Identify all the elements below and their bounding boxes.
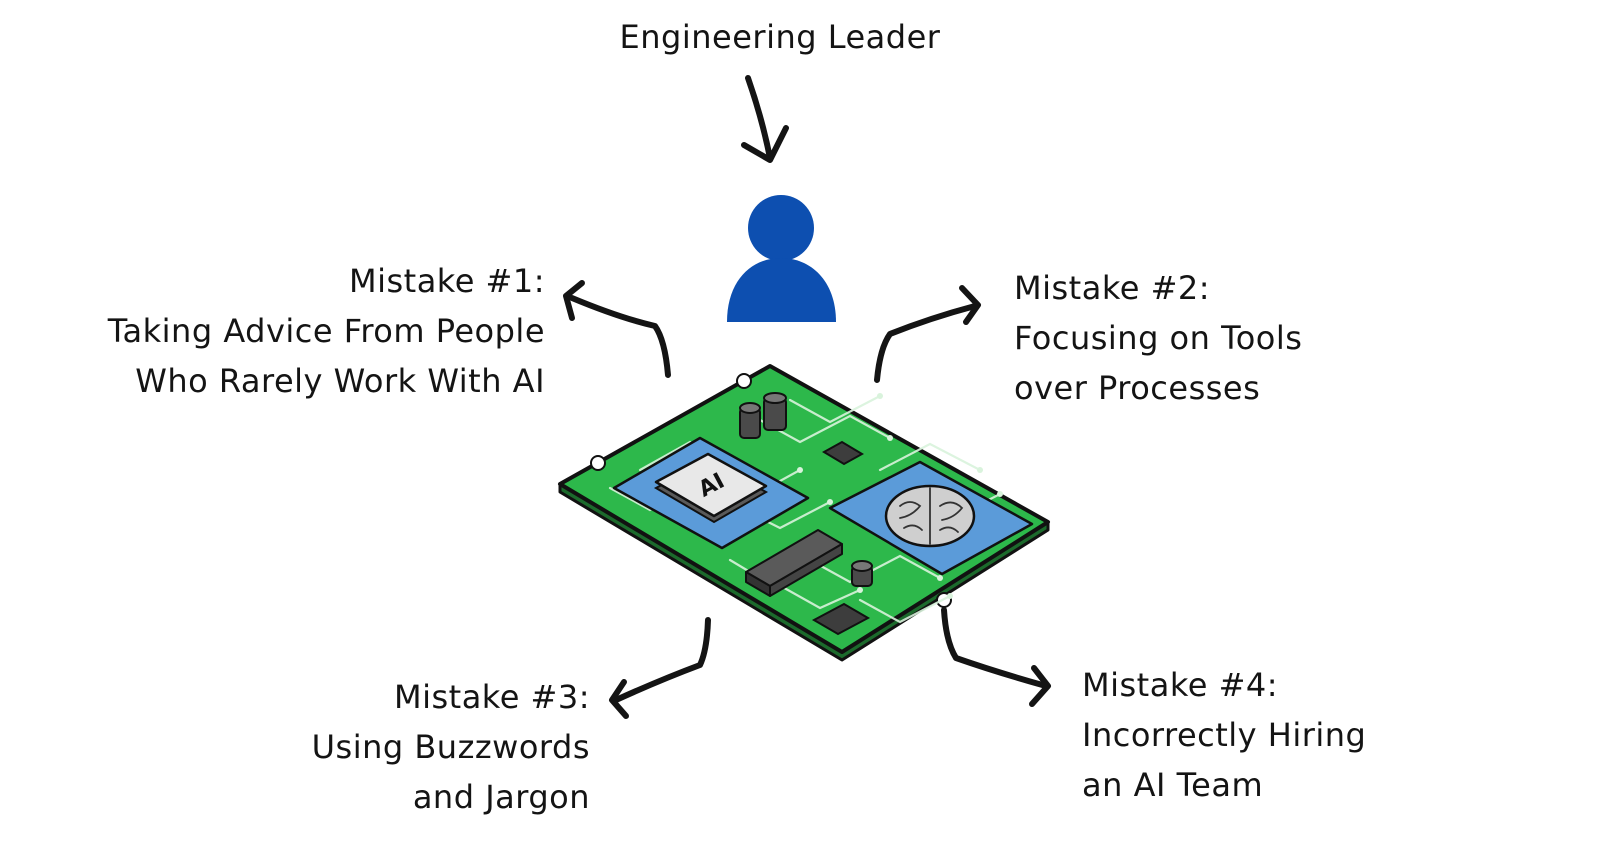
brain-chip-icon (828, 460, 1034, 576)
mistake-2-heading: Mistake #2: (1014, 269, 1211, 307)
mistake-4-line-1: Incorrectly Hiring (1082, 716, 1367, 754)
mistake-3-heading: Mistake #3: (393, 678, 590, 716)
capacitor-components (739, 392, 873, 587)
mistake-3-line-2: and Jargon (412, 778, 590, 816)
bottom-chip (811, 602, 871, 636)
engineering-leader-title: Engineering Leader (619, 18, 941, 56)
mistake-1-line-1: Taking Advice From People (107, 312, 545, 350)
arrow-to-mistake-4 (941, 607, 1051, 707)
mistake-1-line-2: Who Rarely Work With AI (135, 362, 545, 400)
circuit-board-icon: AI (558, 364, 1050, 662)
arrow-to-mistake-1 (563, 280, 671, 378)
mistake-2-line-2: over Processes (1014, 369, 1261, 407)
ai-chip-icon: AI (612, 436, 810, 550)
memory-module (745, 529, 843, 597)
mistake-1-heading: Mistake #1: (348, 262, 545, 300)
mistake-2-label: Mistake #2: Focusing on Tools over Proce… (1014, 263, 1302, 413)
mistake-3-label: Mistake #3: Using Buzzwords and Jargon (312, 672, 590, 822)
arrow-down-to-leader (741, 75, 789, 163)
arrow-to-mistake-3 (609, 617, 711, 719)
small-chip (822, 440, 864, 466)
person-icon (727, 195, 836, 322)
mistake-4-line-2: an AI Team (1082, 766, 1264, 804)
mistake-3-line-1: Using Buzzwords (311, 728, 590, 766)
mistake-2-line-1: Focusing on Tools (1014, 319, 1303, 357)
arrow-to-mistake-2 (874, 285, 981, 383)
mistake-4-label: Mistake #4: Incorrectly Hiring an AI Tea… (1082, 660, 1366, 810)
mistake-1-label: Mistake #1: Taking Advice From People Wh… (108, 256, 545, 406)
mistake-4-heading: Mistake #4: (1082, 666, 1279, 704)
